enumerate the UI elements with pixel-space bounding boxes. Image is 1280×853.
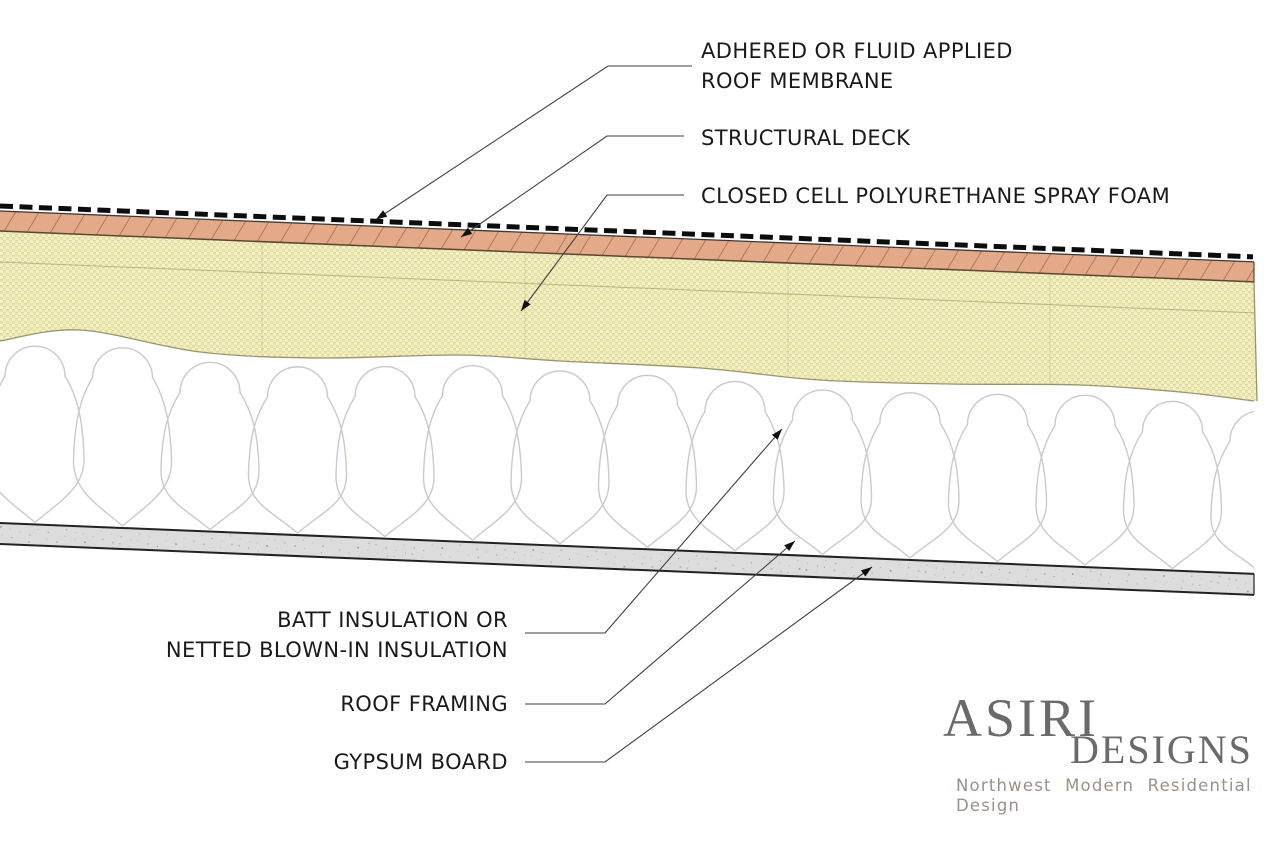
layer-spray-foam (0, 231, 1258, 402)
layer-structural-deck (0, 210, 1255, 283)
leader-arrowhead (771, 429, 782, 440)
callout-spray-foam: CLOSED CELL POLYURETHANE SPRAY FOAM (701, 184, 1171, 208)
leader-arrowhead (860, 567, 872, 577)
logo-designs: DESIGNS (1070, 727, 1253, 772)
leader-arrowhead (461, 227, 473, 237)
leader-roof-membrane (375, 65, 692, 220)
layer-gypsum-board (0, 522, 1255, 596)
leader-lines (375, 65, 873, 763)
leader-structural-deck (460, 135, 684, 238)
callout-batt-insulation: BATT INSULATION OR NETTED BLOWN-IN INSUL… (165, 608, 508, 662)
leader-batt-insulation (525, 428, 783, 634)
callout-gypsum-board: GYPSUM BOARD (333, 750, 508, 774)
leader-arrowhead (784, 541, 795, 552)
logo-asiri: ASIRI (943, 688, 1100, 748)
logo-tagline: Northwest Modern Residential Design (956, 776, 1252, 815)
layer-roof-membrane (0, 203, 1254, 260)
callout-roof-framing: ROOF FRAMING (340, 692, 508, 716)
leader-gypsum-board (525, 566, 873, 763)
leader-arrowhead (376, 210, 388, 220)
callout-roof-membrane: ADHERED OR FLUID APPLIED ROOF MEMBRANE (701, 39, 1013, 93)
leader-roof-framing (525, 540, 796, 705)
layer-batt-insulation (0, 345, 1254, 570)
leader-spray-foam (520, 194, 684, 312)
leader-arrowhead (521, 299, 531, 311)
callout-structural-deck: STRUCTURAL DECK (701, 126, 911, 150)
